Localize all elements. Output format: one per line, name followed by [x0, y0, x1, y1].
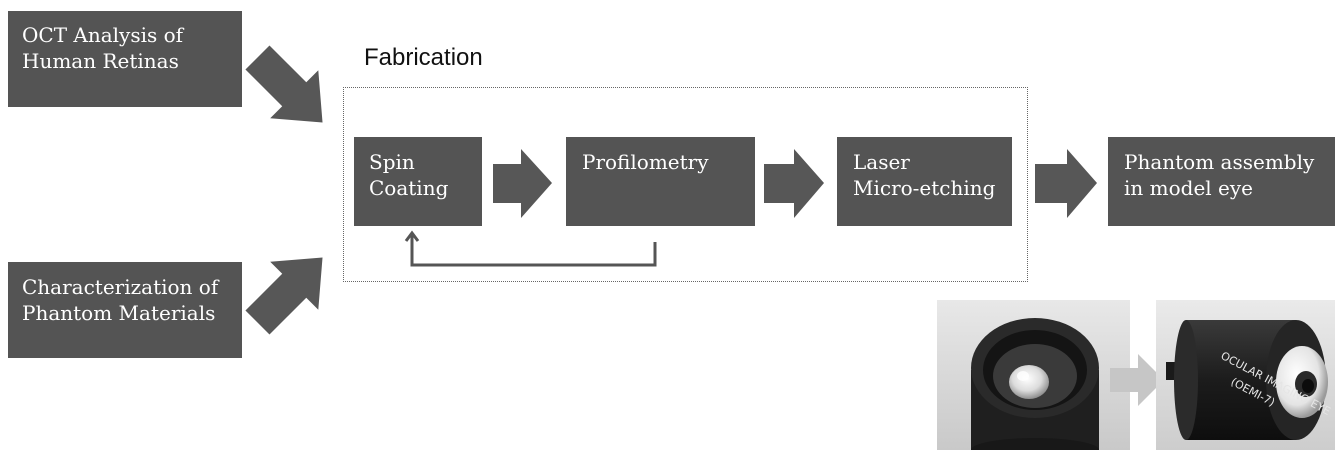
model-eye-housing-photo: [937, 300, 1130, 450]
arrow-laser-to-phantom: [1035, 149, 1097, 218]
input-characterization-box: Characterization of Phantom Materials: [8, 262, 242, 358]
arrow-spin-to-profilometry: [493, 149, 552, 218]
box-line: Phantom assembly: [1124, 150, 1315, 174]
step-spin-coating-box: Spin Coating: [354, 137, 482, 226]
input-arrow-bottom: [245, 257, 323, 335]
input-arrow-top: [245, 45, 323, 123]
box-line: Coating: [369, 176, 449, 200]
input-oct-analysis-box: OCT Analysis of Human Retinas: [8, 11, 242, 107]
assembled-model-eye-photo: OCULAR IMAGING EYE (OEMI-7): [1156, 300, 1335, 450]
step-profilometry-box: Profilometry: [566, 137, 755, 226]
fabrication-title: Fabrication: [364, 44, 483, 71]
fabrication-frame: [343, 87, 1028, 282]
step-laser-micro-etching-box: Laser Micro-etching: [837, 137, 1012, 226]
box-line: Characterization of: [22, 275, 219, 299]
box-line: Micro-etching: [853, 176, 996, 200]
box-line: in model eye: [1124, 176, 1254, 200]
photo-transition-arrow: [1110, 354, 1164, 406]
box-line: Phantom Materials: [22, 301, 216, 325]
box-line: Spin: [369, 150, 415, 174]
output-phantom-assembly-box: Phantom assembly in model eye: [1108, 137, 1335, 226]
box-line: Laser: [853, 150, 910, 174]
feedback-loop-line: [410, 233, 657, 267]
arrow-profilometry-to-laser: [764, 149, 824, 218]
box-line: OCT Analysis of: [22, 23, 184, 47]
feedback-arrowhead: [404, 230, 420, 242]
box-line: Human Retinas: [22, 49, 179, 73]
box-line: Profilometry: [582, 150, 709, 174]
